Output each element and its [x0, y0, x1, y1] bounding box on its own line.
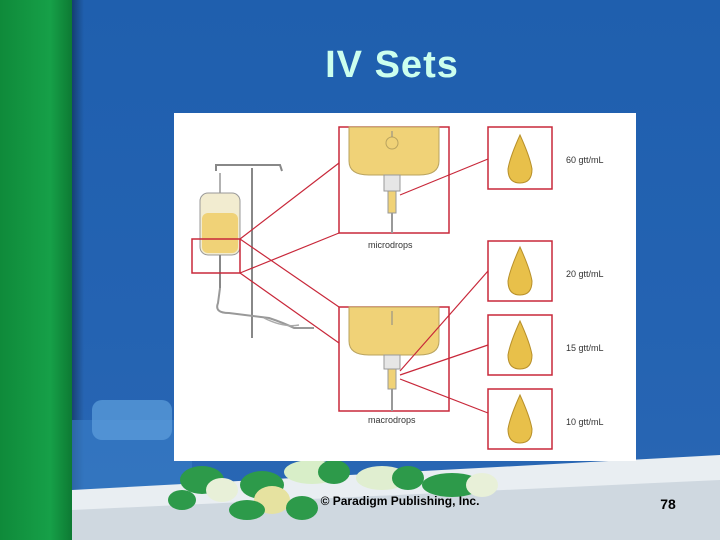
- drop-rate-label-20: 20 gtt/mL: [566, 269, 604, 279]
- drop-rate-label-10: 10 gtt/mL: [566, 417, 604, 427]
- drop-box-20: [488, 241, 552, 301]
- macrodrops-label: macrodrops: [368, 415, 416, 425]
- drop-box-60: [488, 127, 552, 189]
- drop-box-15: [488, 315, 552, 375]
- iv-bag-fluid: [202, 213, 238, 253]
- microdrops-label: microdrops: [368, 240, 413, 250]
- iv-tubing: [217, 288, 314, 328]
- drop-rate-label-15: 15 gtt/mL: [566, 343, 604, 353]
- page-number: 78: [640, 496, 696, 512]
- iv-sets-figure: microdrops macrodrops 60 gtt/mL 20 gtt/m…: [174, 113, 636, 461]
- iv-pole-hook: [216, 165, 282, 171]
- iv-diagram: [174, 113, 636, 461]
- copyright-notice: © Paradigm Publishing, Inc.: [300, 494, 500, 508]
- drop-rate-label-60: 60 gtt/mL: [566, 155, 604, 165]
- slide-title: IV Sets: [0, 44, 720, 87]
- drop-box-10: [488, 389, 552, 449]
